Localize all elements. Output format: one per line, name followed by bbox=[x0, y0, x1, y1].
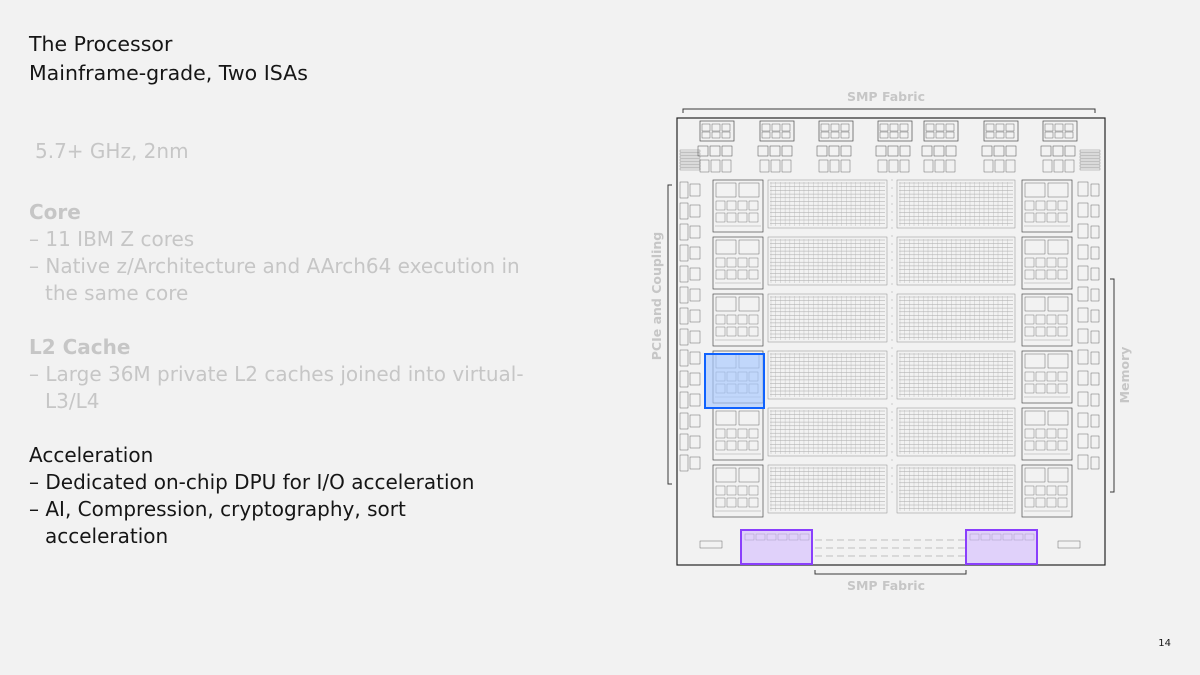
l2-heading: L2 Cache bbox=[29, 335, 131, 359]
core-item-1: – 11 IBM Z cores bbox=[29, 227, 195, 251]
title-line-2: Mainframe-grade, Two ISAs bbox=[29, 61, 308, 85]
slide-title: The Processor Mainframe-grade, Two ISAs bbox=[29, 30, 308, 88]
core-item-2: – Native z/Architecture and AArch64 exec… bbox=[29, 254, 520, 305]
accel-item-1: – Dedicated on-chip DPU for I/O accelera… bbox=[29, 470, 475, 494]
label-memory: Memory bbox=[1117, 347, 1132, 404]
pcie-io-blocks bbox=[679, 181, 701, 472]
accelerator-highlight-left bbox=[740, 529, 813, 565]
die-outline bbox=[667, 108, 1115, 575]
bullet-list: 5.7+ GHz, 2nm Core – 11 IBM Z cores – Na… bbox=[29, 138, 529, 550]
l2-cache-array bbox=[767, 179, 1016, 514]
smp-fabric-top-blocks bbox=[679, 120, 1101, 173]
label-smp-fabric-bottom: SMP Fabric bbox=[847, 578, 925, 593]
dpu-highlight bbox=[704, 353, 765, 409]
l2-item-1: – Large 36M private L2 caches joined int… bbox=[29, 362, 524, 413]
core-heading: Core bbox=[29, 200, 81, 224]
label-pcie-coupling: PCIe and Coupling bbox=[649, 232, 664, 360]
accelerator-highlight-right bbox=[965, 529, 1038, 565]
label-smp-fabric-top: SMP Fabric bbox=[847, 89, 925, 104]
spec-text: 5.7+ GHz, 2nm bbox=[35, 139, 189, 163]
memory-io-blocks bbox=[1077, 181, 1100, 470]
title-line-1: The Processor bbox=[29, 32, 173, 56]
accel-item-2: – AI, Compression, cryptography, sort ac… bbox=[29, 497, 406, 548]
core-column-right bbox=[1021, 179, 1073, 518]
accel-heading: Acceleration bbox=[29, 443, 154, 467]
page-number: 14 bbox=[1158, 638, 1171, 649]
